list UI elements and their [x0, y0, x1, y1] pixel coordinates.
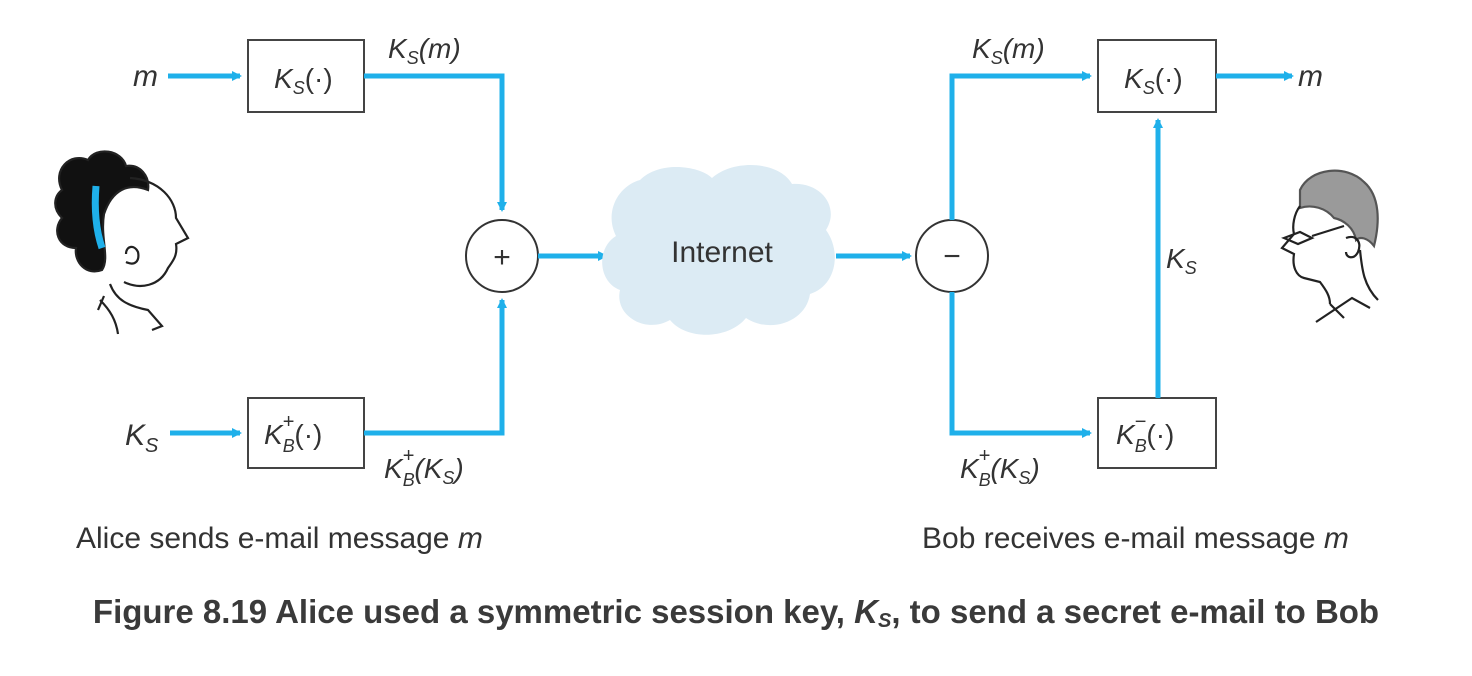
bob-avatar: [1280, 169, 1379, 323]
alice-symmetric-encrypt-box: KS(·): [247, 39, 365, 113]
bob-wire-label-kb-ks: KB+(KS): [960, 445, 1040, 490]
figure-caption: Figure 8.19 Alice used a symmetric sessi…: [0, 593, 1472, 633]
alice-combiner: +: [465, 219, 539, 293]
bob-splitter: −: [915, 219, 989, 293]
alice-wire-label-ks-m: KS(m): [388, 33, 461, 68]
bob-key-label: KS: [1166, 243, 1197, 278]
svg-text:KB+(·): KB+(·): [264, 411, 322, 456]
alice-public-key-encrypt-box: KB+(·): [247, 397, 365, 469]
bob-caption: Bob receives e-mail message m: [922, 522, 1349, 555]
alice-wire-label-kb-ks: KB+(KS): [384, 445, 464, 490]
alice-input-m: m: [133, 60, 158, 93]
alice-avatar: [54, 150, 190, 335]
internet-cloud: Internet: [602, 165, 835, 335]
bob-symmetric-decrypt-box: KS(·): [1097, 39, 1217, 113]
bob-private-key-decrypt-box: KB−(·): [1097, 397, 1217, 469]
svg-text:KB−(·): KB−(·): [1116, 411, 1174, 456]
figure-caption-key-sub: S: [877, 610, 892, 632]
alice-caption: Alice sends e-mail message m: [76, 522, 483, 555]
alice-top-wire: [364, 73, 507, 212]
alice-bottom-wire: [364, 298, 507, 436]
alice-input-ks: KS: [125, 419, 159, 457]
svg-text:KS(·): KS(·): [274, 63, 333, 98]
figure-caption-suffix: , to send a secret e-mail to Bob: [891, 593, 1380, 630]
svg-text:KS(·): KS(·): [1124, 63, 1183, 98]
bob-bottom-wire: [949, 292, 1092, 438]
figure-caption-key: K: [854, 593, 878, 630]
internet-label: Internet: [671, 236, 773, 269]
bob-output-m: m: [1298, 60, 1323, 93]
bob-wire-label-ks-m: KS(m): [972, 33, 1045, 68]
bob-top-wire: [949, 71, 1092, 220]
svg-text:−: −: [943, 240, 961, 273]
figure-caption-prefix: Figure 8.19 Alice used a symmetric sessi…: [92, 593, 855, 630]
svg-text:+: +: [493, 241, 511, 274]
